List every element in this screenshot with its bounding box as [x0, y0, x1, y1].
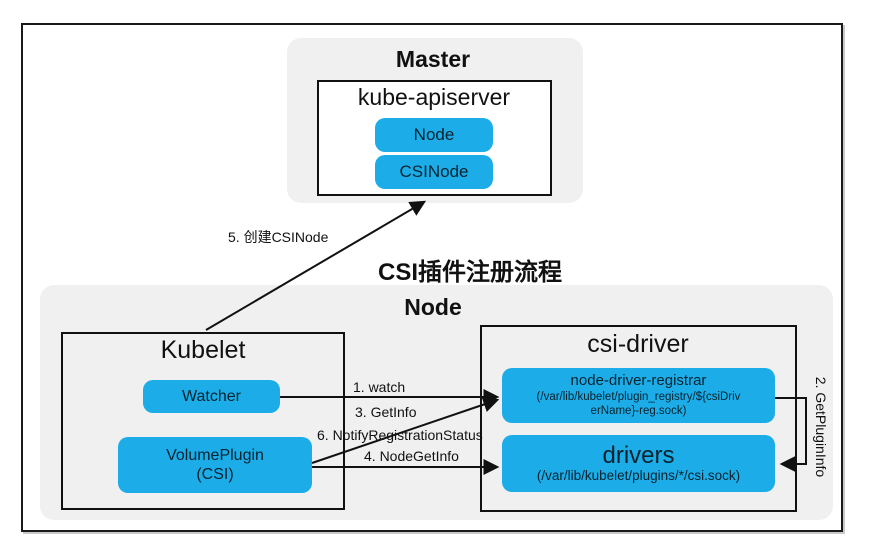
create-csinode-arrow-label: 5. 创建CSINode	[228, 229, 329, 245]
drivers-pill: drivers (/var/lib/kubelet/plugins/*/csi.…	[502, 435, 775, 492]
master-title: Master	[395, 46, 471, 72]
node-title: Node	[404, 294, 462, 320]
volumeplugin-pill: VolumePlugin (CSI)	[118, 437, 312, 493]
watcher-label: Watcher	[182, 387, 241, 405]
node-driver-registrar-socket-path: (/var/lib/kubelet/plugin_registry/${csiD…	[536, 391, 741, 417]
node-driver-registrar-pill: node-driver-registrar (/var/lib/kubelet/…	[502, 368, 775, 423]
watch-arrow-label: 1. watch	[353, 379, 406, 395]
watcher-pill: Watcher	[143, 380, 280, 413]
node-driver-registrar-label: node-driver-registrar	[570, 372, 707, 390]
csinode-resource-label: CSINode	[399, 162, 469, 181]
drivers-socket-path: (/var/lib/kubelet/plugins/*/csi.sock)	[536, 468, 741, 483]
kube-apiserver-title: kube-apiserver	[357, 84, 511, 110]
node-resource-pill: Node	[375, 118, 493, 152]
node-resource-label: Node	[413, 125, 455, 144]
flow-title: CSI插件注册流程	[377, 259, 563, 286]
drivers-label: drivers	[602, 441, 675, 469]
getplugininfo-arrow-label: 2. GetPluginInfo	[813, 376, 829, 478]
nodegetinfo-arrow-label: 4. NodeGetInfo	[364, 448, 459, 464]
notify-registration-status-arrow-label: 6. NotifyRegistrationStatus	[317, 427, 483, 443]
volumeplugin-label: VolumePlugin (CSI)	[166, 446, 264, 483]
csinode-resource-pill: CSINode	[375, 155, 493, 189]
kubelet-title: Kubelet	[160, 336, 246, 364]
getinfo-arrow-label: 3. GetInfo	[355, 404, 417, 420]
csi-driver-title: csi-driver	[587, 330, 689, 358]
